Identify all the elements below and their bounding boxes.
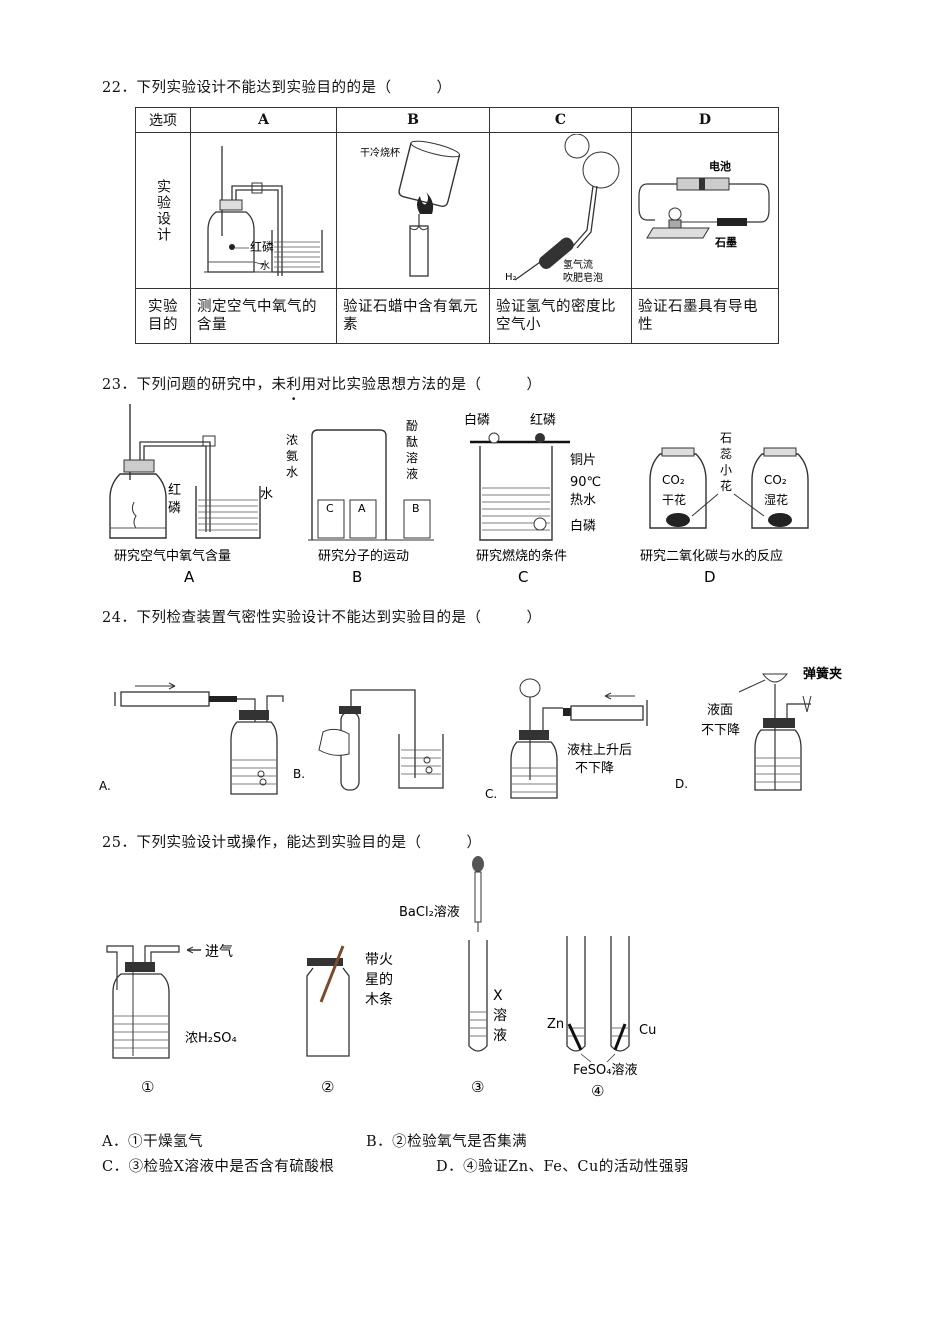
q25-cu: Cu [639, 1023, 656, 1038]
purpose-d: 验证石墨具有导电性 [631, 288, 779, 344]
design-d-figure: 电池 石墨 [631, 132, 779, 289]
q23b-phenol-1: 酚 [406, 419, 418, 433]
q23-stem: 23．下列问题的研究中，未利用对比实验思想方法的是（ ） [102, 373, 541, 394]
q25-option-a: A．①干燥氢气 [102, 1134, 203, 1150]
q23d-caption: 研究二氧化碳与水的反应 [640, 548, 783, 564]
q24-figures: A. B. 液柱上升后 不下降 C. 弹簧夹 液面 不下降 D. [99, 666, 842, 801]
q22-table: 选项 A B C D 实验设计 [135, 107, 779, 344]
label-dry-cold-beaker: 干冷烧杯 [360, 146, 400, 159]
label-red-phosphorus: 红磷 [250, 239, 274, 254]
q25-feso4: FeSO₄溶液 [573, 1063, 637, 1078]
q24-stem: 24．下列检查装置气密性实验设计不能达到实验目的是（ ） [102, 610, 542, 626]
q25-stick-2: 星的 [365, 972, 393, 988]
q25-x-2: 溶 [493, 1008, 507, 1024]
q24-d-note1: 液面 [707, 703, 733, 718]
q25-stick-1: 带火 [365, 952, 393, 968]
q23c-white-p: 白磷 [464, 412, 490, 428]
q23d-wet: 湿花 [764, 492, 788, 507]
design-a-figure: 红磷 水 [190, 132, 337, 289]
table-header-a: A [190, 107, 337, 133]
q23b-ammonia-1: 浓 [286, 433, 298, 447]
table-header-b: B [336, 107, 490, 133]
svg-text:B: B [412, 502, 420, 515]
svg-text:C: C [326, 502, 334, 515]
q23b-phenol-3: 溶 [406, 450, 418, 465]
q23a-water: 水 [260, 487, 273, 502]
q23a-red: 红 [168, 482, 181, 498]
q23b-phenol-4: 液 [406, 466, 418, 481]
purpose-b: 验证石蜡中含有氧元素 [336, 288, 490, 344]
q23b-caption: 研究分子的运动 [318, 548, 409, 564]
label-blow-bubbles: 吹肥皂泡 [563, 271, 603, 284]
q24-c-label: C. [485, 787, 497, 801]
q23c-90c: 90℃ [570, 475, 601, 490]
table-header-c: C [489, 107, 632, 133]
q23b-ammonia-2: 氨 [286, 449, 298, 463]
q23-figures: 红 磷 水 研究空气中氧气含量 A 浓 氨 水 C A B 酚 酞 溶 液 研究… [109, 404, 809, 586]
q24-d-clip: 弹簧夹 [803, 666, 842, 682]
row-label-purpose: 实验目的 [135, 288, 191, 344]
q23a-caption: 研究空气中氧气含量 [114, 548, 231, 564]
q25-num-4: ④ [591, 1082, 604, 1100]
row-label-design: 实验设计 [135, 132, 191, 289]
q24-c-note1: 液柱上升后 [567, 743, 632, 758]
purpose-a: 测定空气中氧气的含量 [190, 288, 337, 344]
q25-acid: 浓H₂SO₄ [185, 1031, 237, 1046]
purpose-c: 验证氢气的密度比空气小 [489, 288, 632, 344]
q23-emphasis: 未利用 [271, 373, 316, 394]
table-header-option: 选项 [135, 107, 191, 133]
q24-b-label: B. [293, 767, 305, 781]
q23b-ammonia-3: 水 [286, 465, 298, 479]
q23d-litmus-1: 石 [720, 431, 732, 445]
q24-c-note2: 不下降 [575, 761, 614, 776]
q25-stem: 25．下列实验设计或操作，能达到实验目的是（ ） [102, 835, 482, 851]
q23d-litmus-4: 花 [720, 478, 732, 493]
q25-bacl2: BaCl₂溶液 [399, 905, 460, 920]
q23d-litmus-2: 蕊 [720, 447, 732, 461]
q23d-co2-b: CO₂ [764, 473, 787, 487]
label-graphite: 石墨 [714, 236, 737, 249]
q25-stick-3: 木条 [365, 991, 393, 1008]
label-hydrogen-flow: 氢气流 [563, 258, 593, 271]
q25-figures: 进气 浓H₂SO₄ ① 带火 星的 木条 ② BaCl₂溶液 X 溶 液 ③ Z… [106, 856, 656, 1100]
q23a-letter: A [184, 568, 195, 586]
design-c-figure: H₂ 氢气流 吹肥皂泡 [489, 132, 632, 289]
q23d-co2-a: CO₂ [662, 473, 685, 487]
q23d-dry: 干花 [662, 492, 686, 507]
q23b-phenol-2: 酞 [406, 434, 418, 449]
q25-option-d: D．④验证Zn、Fe、Cu的活动性强弱 [436, 1159, 689, 1175]
q23c-red-p: 红磷 [530, 412, 556, 428]
q23d-litmus-3: 小 [720, 463, 732, 477]
q23c-caption: 研究燃烧的条件 [476, 548, 567, 564]
q23d-letter: D [704, 568, 716, 586]
q23c-hot-water: 热水 [570, 493, 596, 508]
q23b-letter: B [352, 568, 362, 586]
label-battery: 电池 [709, 159, 731, 173]
q23a-phosphorus: 磷 [168, 501, 181, 516]
svg-text:A: A [358, 502, 366, 515]
table-header-d: D [631, 107, 779, 133]
q24-a-label: A. [99, 779, 111, 793]
label-water: 水 [260, 260, 270, 272]
q25-gas-in: 进气 [205, 944, 233, 960]
q22-stem: 22．下列实验设计不能达到实验目的的是（ ） [102, 80, 452, 96]
q25-option-b: B．②检验氧气是否集满 [366, 1134, 528, 1150]
label-h2: H₂ [505, 272, 517, 283]
q25-x-3: 液 [493, 1028, 507, 1044]
q25-option-c: C．③检验X溶液中是否含有硫酸根 [102, 1159, 335, 1175]
q25-num-2: ② [321, 1078, 334, 1096]
q25-num-3: ③ [471, 1078, 484, 1096]
design-b-figure: 干冷烧杯 [336, 132, 490, 289]
q24-d-note2: 不下降 [701, 723, 740, 738]
q23c-letter: C [518, 568, 528, 586]
q25-zn: Zn [547, 1017, 564, 1032]
q25-x-1: X [493, 988, 503, 1004]
q24-d-label: D. [675, 777, 688, 791]
q23c-white-p2: 白磷 [570, 518, 596, 534]
q25-num-1: ① [141, 1078, 154, 1096]
q23c-copper: 铜片 [570, 453, 596, 468]
